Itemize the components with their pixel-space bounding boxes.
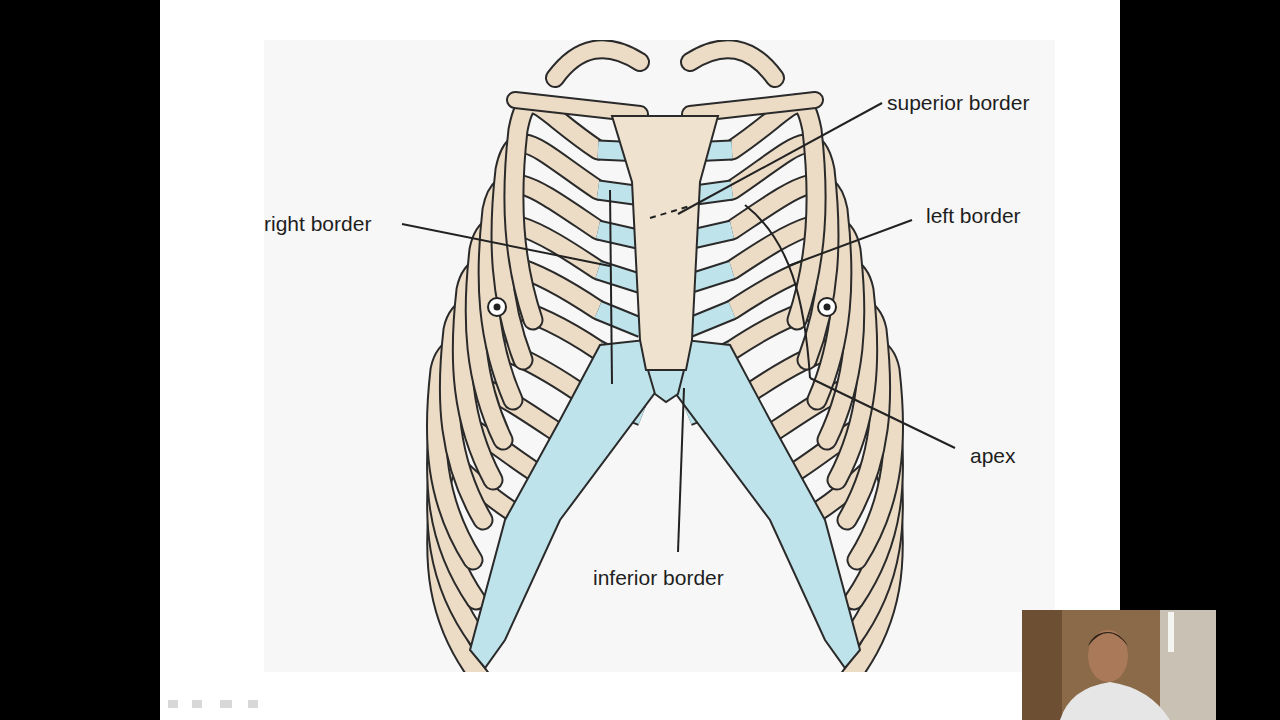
part-label: superior border — [887, 91, 1029, 115]
part-label: left border — [926, 204, 1021, 228]
first-rib — [690, 49, 775, 78]
leader-line — [810, 378, 955, 448]
leader-line — [788, 220, 912, 266]
clavicle — [515, 100, 640, 114]
costal-cartilage — [688, 310, 732, 328]
slide-controls — [168, 700, 258, 708]
nipple-symbol — [488, 298, 506, 316]
heart-left-border — [745, 205, 810, 378]
rib — [514, 104, 598, 320]
leader-line — [678, 388, 684, 552]
nipple-symbol — [818, 298, 836, 316]
rib — [732, 104, 816, 320]
costal-margin — [470, 340, 660, 668]
clavicle — [690, 100, 815, 114]
part-label: apex — [970, 444, 1016, 468]
costal-cartilage — [598, 270, 642, 284]
first-rib — [555, 49, 640, 78]
leader-line — [402, 224, 610, 266]
clavicle — [515, 100, 640, 114]
part-label: inferior border — [593, 566, 724, 590]
costal-cartilage — [688, 310, 732, 328]
webcam-thumbnail — [1022, 610, 1216, 720]
image-panel — [264, 40, 1055, 672]
heart-superior-border — [650, 206, 690, 218]
first-rib — [690, 49, 775, 78]
first-rib — [555, 49, 640, 78]
rib — [514, 104, 598, 320]
costal-cartilage — [598, 310, 642, 328]
sternum — [612, 116, 718, 370]
leader-line — [678, 103, 882, 214]
costal-cartilage — [598, 310, 642, 328]
costal-cartilage — [598, 270, 642, 284]
xiphoid-process — [648, 370, 684, 402]
part-label: right border — [264, 212, 371, 236]
heart-right-border — [610, 190, 612, 384]
clavicle — [690, 100, 815, 114]
rib — [732, 104, 816, 320]
